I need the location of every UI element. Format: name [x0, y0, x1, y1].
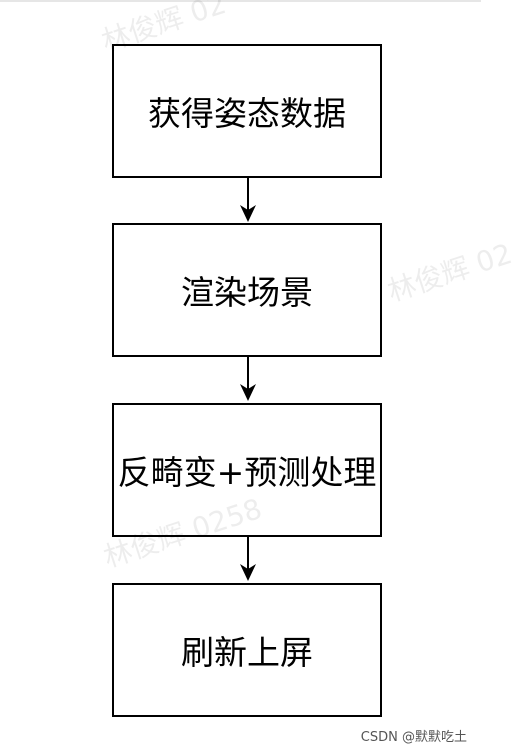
step-box-get-pose-data: 获得姿态数据 [112, 44, 382, 178]
flow-arrow-icon [240, 356, 256, 401]
step-label: 反畸变+预测处理 [117, 453, 377, 492]
source-credit: CSDN @默默吃土 [360, 730, 467, 745]
flow-arrow-icon [240, 177, 256, 222]
step-box-distortion-prediction: 反畸变+预测处理 [112, 403, 382, 537]
step-label: 刷新上屏 [181, 633, 313, 672]
flow-arrow-icon [240, 536, 256, 581]
watermark-text: 林俊辉 02 [383, 237, 516, 309]
top-divider [0, 0, 481, 2]
step-box-render-scene: 渲染场景 [112, 223, 382, 357]
step-box-refresh-screen: 刷新上屏 [112, 583, 382, 717]
step-label: 渲染场景 [181, 273, 313, 312]
step-label: 获得姿态数据 [148, 94, 346, 133]
